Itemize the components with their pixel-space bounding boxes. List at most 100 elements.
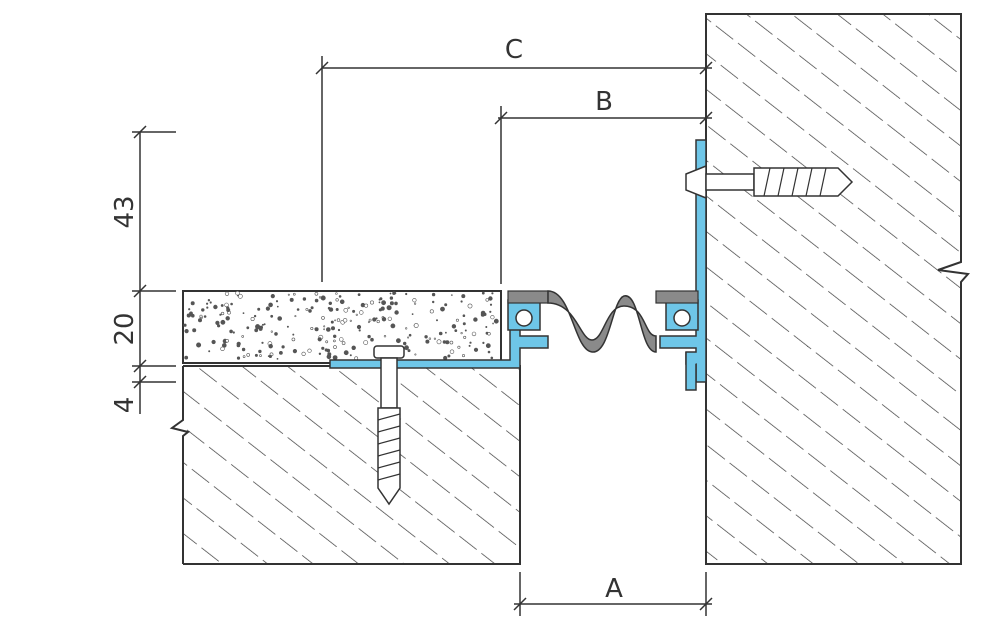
screed-speckle bbox=[308, 309, 312, 313]
screed-speckle bbox=[464, 329, 467, 332]
screed-speckle bbox=[328, 301, 332, 305]
screed-speckle bbox=[381, 317, 387, 322]
screed-speckle bbox=[395, 338, 401, 344]
screed-speckle bbox=[321, 316, 325, 320]
screed-speckle bbox=[454, 329, 458, 333]
screed-speckle bbox=[338, 295, 342, 298]
screed-speckle bbox=[337, 328, 341, 332]
screed-speckle bbox=[485, 325, 488, 328]
screed-speckle bbox=[449, 340, 454, 345]
screed-speckle bbox=[392, 291, 396, 295]
screed-speckle bbox=[375, 317, 378, 320]
screed-speckle bbox=[461, 354, 465, 358]
screed-speckle bbox=[480, 312, 485, 317]
screed-speckle bbox=[314, 291, 319, 296]
dimension-b-label: B bbox=[595, 87, 613, 117]
screed-speckle bbox=[387, 316, 392, 321]
screed-speckle bbox=[215, 320, 220, 326]
screed-speckle bbox=[261, 341, 264, 344]
screed-speckle bbox=[220, 319, 226, 325]
screed-speckle bbox=[440, 306, 445, 312]
screed-speckle bbox=[294, 315, 297, 318]
screed-speckle bbox=[481, 291, 485, 295]
screed-speckle bbox=[203, 315, 207, 318]
screed-speckle bbox=[378, 301, 381, 304]
screed-speckle bbox=[489, 310, 492, 313]
screed-speckle bbox=[258, 326, 263, 331]
screed-speckle bbox=[414, 353, 417, 356]
screed-speckle bbox=[314, 327, 318, 331]
screed-speckle bbox=[291, 337, 296, 342]
screed-speckle bbox=[380, 306, 385, 311]
screed-speckle bbox=[435, 319, 438, 322]
screed-speckle bbox=[222, 343, 227, 348]
screed-speckle bbox=[482, 341, 485, 345]
screed-speckle bbox=[225, 316, 230, 321]
screed-speckle bbox=[320, 295, 326, 301]
screed-speckle bbox=[445, 340, 450, 345]
screed-speckle bbox=[274, 332, 278, 336]
screed-speckle bbox=[270, 314, 274, 318]
screed-speckle bbox=[357, 293, 361, 297]
rubber-insert bbox=[507, 290, 699, 353]
screed-speckle bbox=[372, 317, 377, 322]
screed-speckle bbox=[332, 355, 338, 360]
screed-speckle bbox=[363, 340, 369, 345]
screed-speckle bbox=[488, 296, 493, 301]
screed-speckle bbox=[206, 306, 209, 309]
screed-speckle bbox=[359, 310, 364, 315]
screed-speckle bbox=[325, 340, 329, 344]
dimension-4-label: 4 bbox=[110, 397, 140, 414]
dimension-a-label: A bbox=[605, 574, 623, 604]
screed-speckle bbox=[367, 334, 371, 339]
screed-speckle bbox=[490, 356, 494, 360]
screed-speckle bbox=[276, 305, 279, 308]
screed-speckle bbox=[349, 354, 352, 357]
screed-speckle bbox=[450, 294, 453, 297]
screed-speckle bbox=[305, 308, 309, 311]
screed-speckle bbox=[224, 291, 230, 296]
screed-speckle bbox=[286, 325, 289, 328]
screed-speckle bbox=[183, 323, 187, 327]
screed-speckle bbox=[493, 318, 499, 324]
screed-speckle bbox=[429, 309, 434, 314]
screed-speckle bbox=[236, 356, 241, 360]
screed-speckle bbox=[487, 350, 491, 354]
screed-speckle bbox=[333, 345, 337, 349]
screed-speckle bbox=[192, 328, 197, 333]
screed-speckle bbox=[330, 326, 335, 331]
screed-speckle bbox=[242, 312, 245, 315]
screed-speckle bbox=[257, 307, 261, 311]
screed-speckle bbox=[188, 308, 191, 311]
left-concrete-slab bbox=[169, 365, 521, 565]
screed-speckle bbox=[455, 318, 459, 322]
screed-speckle bbox=[473, 347, 479, 352]
screed-speckle bbox=[219, 313, 222, 316]
screed-speckle bbox=[277, 316, 283, 321]
screed-speckle bbox=[468, 344, 471, 347]
screed-speckle bbox=[389, 296, 394, 300]
screed-speckle bbox=[343, 350, 349, 356]
screed-speckle bbox=[184, 329, 189, 334]
screed-speckle bbox=[211, 339, 216, 345]
screed-speckle bbox=[447, 354, 451, 358]
screed-speckle bbox=[492, 322, 495, 325]
screed-speckle bbox=[342, 318, 348, 323]
screed-speckle bbox=[199, 314, 203, 318]
screed-speckle bbox=[491, 292, 494, 295]
screed-speckle bbox=[352, 347, 355, 351]
screed-speckle bbox=[289, 297, 294, 302]
left-aluminium-profile bbox=[329, 291, 549, 369]
screed-speckle bbox=[301, 351, 306, 357]
screed-speckle bbox=[184, 355, 189, 360]
screed-speckle bbox=[370, 337, 374, 342]
screed-speckle bbox=[330, 320, 334, 324]
screed-speckle bbox=[431, 292, 436, 297]
screed-speckle bbox=[436, 339, 442, 345]
screed-speckle bbox=[321, 346, 325, 350]
screed-speckle bbox=[292, 292, 296, 296]
screed-speckle bbox=[368, 318, 372, 322]
screed-speckle bbox=[433, 337, 437, 340]
screed-speckle bbox=[254, 328, 259, 333]
